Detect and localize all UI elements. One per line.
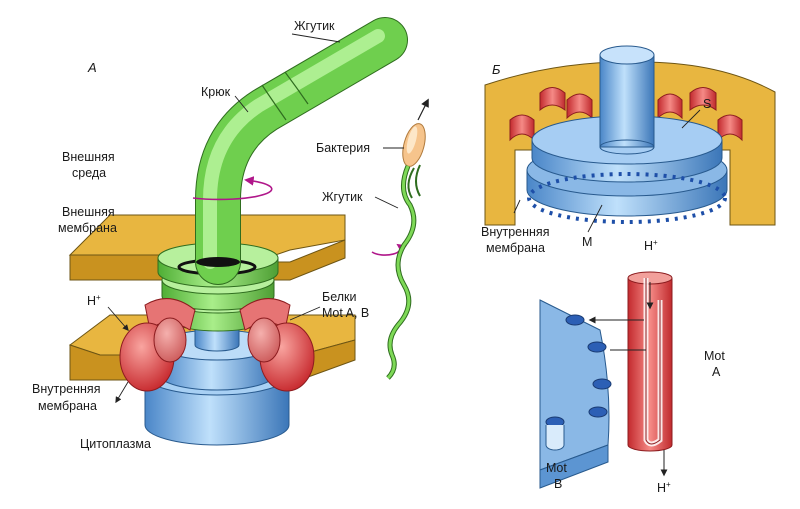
label-outer-membrane-2: мембрана <box>58 221 117 235</box>
panel-b-top: Б S M Внутренняя мембрана <box>481 45 776 255</box>
label-m-ring: M <box>582 235 592 249</box>
label-inner-membrane-2: мембрана <box>38 399 97 413</box>
membrane-pockets <box>509 87 743 142</box>
label-mot-a-1: Mot <box>704 349 725 363</box>
rotation-arrow-inner <box>371 243 408 256</box>
label-flagellum: Жгутик <box>294 19 335 33</box>
leader-membrane-b <box>513 199 521 214</box>
label-outer-environment-1: Внешняя <box>62 150 115 164</box>
label-outer-membrane-1: Внешняя <box>62 205 115 219</box>
panel-b-letter: Б <box>492 62 501 77</box>
label-bacterium: Бактерия <box>316 141 370 155</box>
label-inner-membrane-b-1: Внутренняя <box>481 225 549 239</box>
label-mot-b-1: Mot <box>546 461 567 475</box>
label-proton-out: H+ <box>657 480 671 495</box>
label-mot-b-2: B <box>554 477 562 491</box>
flagellum-filament <box>195 17 408 285</box>
panel-a-leader-lines <box>107 33 404 404</box>
label-mot-proteins-1: Белки <box>322 290 357 304</box>
rotor-binding-sites <box>545 314 612 451</box>
label-inner-membrane-1: Внутренняя <box>32 382 100 396</box>
leader-m <box>587 204 603 233</box>
mot-stators <box>119 298 315 392</box>
panel-a-letter: А <box>87 60 97 75</box>
label-outer-environment-2: среда <box>72 166 106 180</box>
rotor-base <box>144 317 290 446</box>
rotation-arrow-outer <box>192 176 273 201</box>
central-shaft-b <box>599 45 655 155</box>
leader-s <box>681 109 701 129</box>
label-proton-in: H+ <box>644 238 658 253</box>
mot-a-column <box>627 271 673 452</box>
bacterium-figure <box>386 98 429 380</box>
label-s-ring: S <box>703 97 711 111</box>
label-inner-membrane-b-2: мембрана <box>486 241 545 255</box>
label-proton-a: H+ <box>87 293 101 308</box>
panel-b-bottom: H+ Mot A Mot B H+ <box>539 238 725 495</box>
label-hook: Крюк <box>201 85 231 99</box>
label-mot-proteins-2: Mot A, B <box>322 306 369 320</box>
panel-a: А Жгутик Крюк Внешняя среда Внешняя мемб… <box>32 17 429 451</box>
rotor-disc-b <box>526 115 728 224</box>
label-flagellum-small: Жгутик <box>322 190 363 204</box>
label-mot-a-2: A <box>712 365 721 379</box>
label-cytoplasm: Цитоплазма <box>80 437 151 451</box>
